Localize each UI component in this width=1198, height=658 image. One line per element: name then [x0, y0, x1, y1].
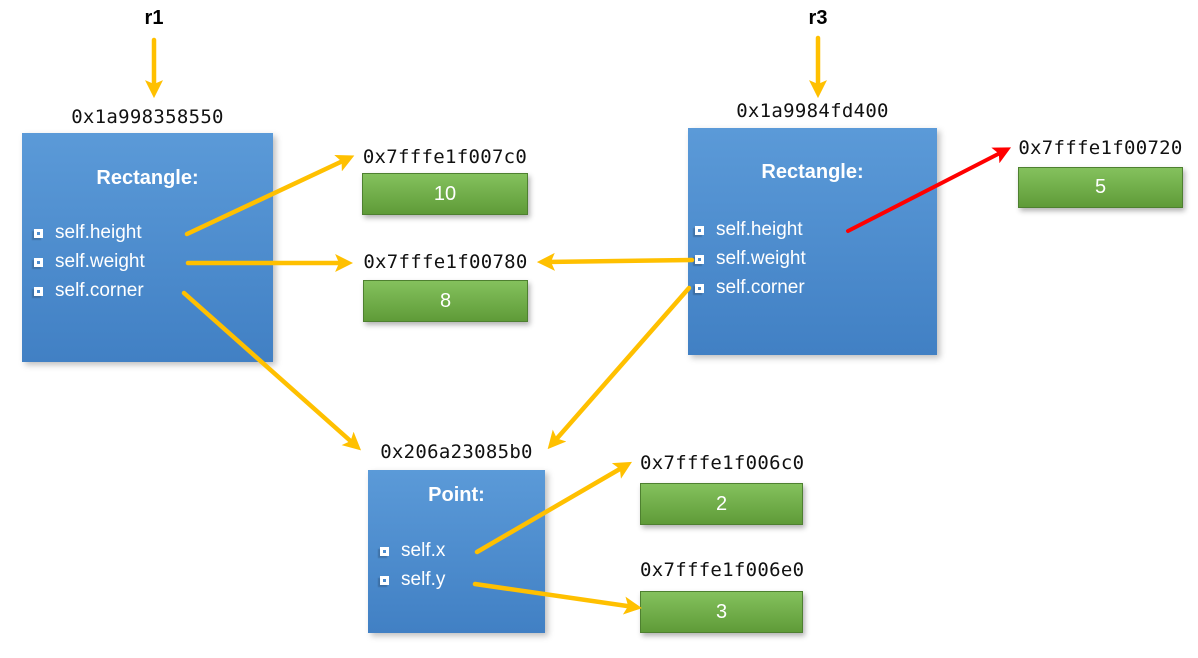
checkbox-bullet-icon: [34, 286, 43, 296]
address-value-8: 0x7fffe1f00780: [363, 251, 528, 273]
field-label: self.corner: [716, 277, 805, 298]
rect1-field-self-weight: self.weight: [34, 251, 145, 273]
value-box-10: 10: [362, 173, 528, 215]
rect3-field-self-height: self.height: [695, 219, 806, 241]
field-label: self.corner: [55, 280, 144, 301]
pointer-label-r3: r3: [808, 7, 828, 29]
address-value-2: 0x7fffe1f006c0: [640, 452, 805, 474]
checkbox-bullet-icon: [380, 546, 389, 556]
rect1-object-box: Rectangle: self.height self.weight self.…: [22, 133, 273, 362]
arrow-rect3-weight-to-8: [536, 252, 695, 271]
arrow-rect3-corner-to-point: [547, 285, 692, 450]
address-value-3: 0x7fffe1f006e0: [640, 559, 805, 581]
field-label: self.x: [401, 540, 446, 561]
rect3-field-self-weight: self.weight: [695, 248, 806, 270]
field-label: self.height: [716, 219, 803, 240]
address-rect3: 0x1a9984fd400: [736, 100, 889, 122]
rect1-title: Rectangle:: [96, 167, 199, 189]
address-value-10: 0x7fffe1f007c0: [362, 146, 528, 168]
rect1-field-self-height: self.height: [34, 222, 145, 244]
point-title: Point:: [428, 484, 485, 506]
checkbox-bullet-icon: [695, 225, 704, 235]
rect3-object-box: Rectangle: self.height self.weight self.…: [688, 128, 937, 355]
checkbox-bullet-icon: [34, 228, 43, 238]
rect1-field-self-corner: self.corner: [34, 280, 145, 302]
point-field-self-x: self.x: [380, 540, 445, 562]
point-fields: self.x self.y: [380, 540, 445, 591]
rect1-fields: self.height self.weight self.corner: [34, 222, 145, 302]
value-box-5: 5: [1018, 167, 1183, 208]
field-label: self.weight: [716, 248, 806, 269]
field-label: self.weight: [55, 251, 145, 272]
pointer-label-r1: r1: [144, 7, 164, 29]
rect3-title: Rectangle:: [761, 161, 864, 183]
checkbox-bullet-icon: [380, 575, 389, 585]
field-label: self.y: [401, 569, 446, 590]
address-point: 0x206a23085b0: [380, 441, 533, 463]
checkbox-bullet-icon: [695, 254, 704, 264]
value-box-2: 2: [640, 483, 803, 525]
checkbox-bullet-icon: [34, 257, 43, 267]
point-field-self-y: self.y: [380, 569, 445, 591]
point-object-box: Point: self.x self.y: [368, 470, 545, 633]
rect3-fields: self.height self.weight self.corner: [695, 219, 806, 299]
field-label: self.height: [55, 222, 142, 243]
value-box-8: 8: [363, 280, 528, 322]
address-value-5: 0x7fffe1f00720: [1018, 137, 1183, 159]
rect3-field-self-corner: self.corner: [695, 277, 806, 299]
address-rect1: 0x1a998358550: [71, 106, 224, 128]
value-box-3: 3: [640, 591, 803, 633]
checkbox-bullet-icon: [695, 283, 704, 293]
